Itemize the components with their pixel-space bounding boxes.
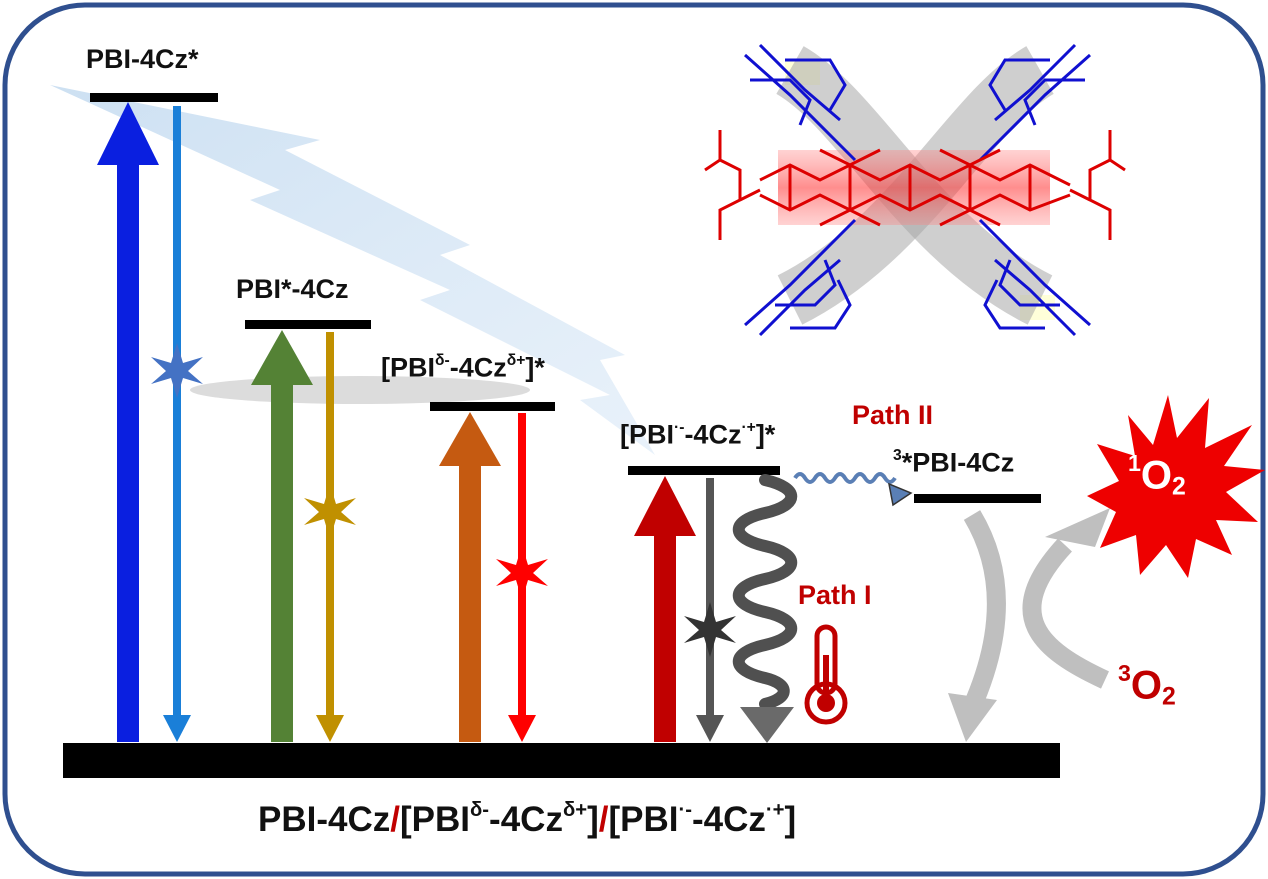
label-sup: δ+ [506, 352, 526, 369]
label-sup: ·+ [741, 419, 756, 436]
label-ct-delta-state: [PBIδ--4Czδ+]* [381, 353, 545, 382]
caption-sup: ·- [678, 799, 693, 821]
path2-wavy-isc-arrow [793, 472, 897, 484]
caption-text: PBI-4Cz [258, 800, 391, 840]
label-text: *PBI-4Cz [901, 447, 1015, 478]
level-triplet [914, 494, 1041, 503]
absorption-arrow-pbi-4cz [97, 102, 159, 742]
emission-arrow-pbi-4cz [163, 106, 191, 742]
caption-text: [PBI [608, 800, 679, 840]
label-text: ]* [755, 419, 776, 450]
label-pbi-4cz-star: PBI-4Cz* [86, 44, 199, 74]
label-singlet-oxygen: 1O2 [1128, 450, 1186, 501]
oxygen-excitation-arrow-head [1045, 508, 1110, 547]
caption-text: [PBI [399, 800, 470, 840]
caption-text: -4Cz [692, 800, 766, 840]
caption-text: -4Cz [489, 800, 563, 840]
caption-text: ] [784, 800, 797, 840]
label-text: -4Cz [684, 419, 742, 450]
label-text: O [1140, 453, 1173, 498]
caption-sup: δ+ [562, 799, 588, 821]
label-radical-pair-state: [PBI·--4Cz·+]* [620, 420, 775, 449]
label-text: ]* [525, 352, 545, 383]
label-sup: 1 [1128, 450, 1141, 476]
label-sub: 2 [1162, 683, 1176, 711]
caption-sup: ·+ [765, 799, 785, 821]
triplet-decay-curve [963, 510, 1006, 704]
label-path-2: Path II [852, 400, 934, 430]
absorption-arrow-ct-delta [439, 412, 501, 742]
caption-slash: / [390, 800, 400, 840]
quenched-star-icon-2 [304, 484, 356, 539]
singlet-oxygen-burst-icon [1087, 395, 1265, 578]
level-radical-pair [628, 466, 780, 475]
label-text: -4Cz [449, 352, 507, 383]
caption-sup: δ- [469, 799, 490, 821]
label-text: [PBI [381, 352, 435, 383]
path1-wavy-decay-arrow [732, 474, 798, 710]
label-sup: 3 [893, 447, 902, 464]
level-ct-delta [430, 402, 555, 411]
bottom-caption: PBI-4Cz/[PBIδ--4Czδ+]/[PBI·--4Cz·+] [258, 800, 796, 837]
label-triplet-oxygen: 3O2 [1118, 660, 1176, 711]
label-text: O [1130, 663, 1163, 708]
absorption-arrow-radical-pair [634, 476, 696, 742]
quenched-star-icon-4 [684, 602, 736, 657]
level-pbi-star-4cz [245, 320, 371, 329]
triplet-decay-arrow-head [948, 693, 997, 742]
caption-text: ] [587, 800, 599, 840]
molecule-structure-image [704, 43, 1126, 337]
ground-state-bar [63, 743, 1060, 778]
label-pbi-star-4cz: PBI*-4Cz [236, 274, 349, 304]
label-sub: 2 [1172, 473, 1186, 501]
label-sup: 3 [1118, 660, 1131, 686]
label-sup: δ- [435, 352, 450, 369]
path2-arrow-head [888, 482, 913, 507]
label-path-1: Path I [798, 580, 872, 610]
label-text: [PBI [620, 419, 674, 450]
thermometer-icon [804, 624, 848, 725]
label-triplet-state: 3*PBI-4Cz [893, 448, 1014, 477]
path1-arrow-head [740, 707, 794, 743]
level-pbi-4cz-star [90, 93, 218, 102]
label-sup: ·- [674, 419, 685, 436]
emission-arrow-radical-pair [696, 478, 724, 742]
quenched-star-icon-3 [496, 545, 548, 600]
quenched-star-icon-1 [151, 343, 203, 398]
oxygen-excitation-curve [1022, 538, 1109, 689]
caption-slash: / [598, 800, 609, 840]
absorption-arrow-pbi-star [251, 330, 313, 742]
